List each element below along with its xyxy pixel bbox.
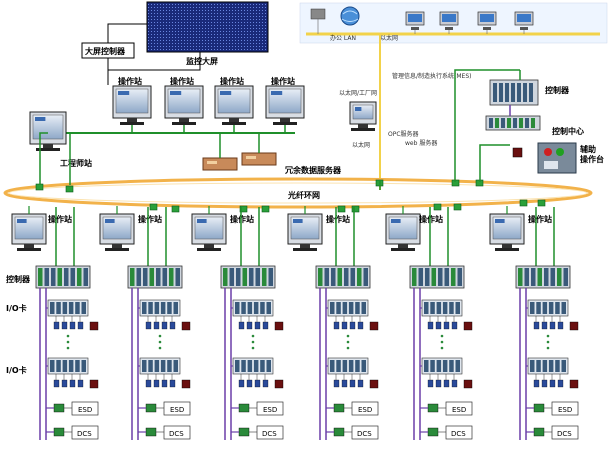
opc-server-label: OPC服务器 <box>388 130 419 138</box>
control-center-cabinet <box>485 70 541 131</box>
column-operator-station-label: 操作站 <box>138 214 162 224</box>
column-operator-station-6 <box>489 213 525 251</box>
web-server-label: web 服务器 <box>405 139 437 147</box>
ring-switch-8 <box>351 205 360 213</box>
top-operator-station-label: 操作站 <box>220 76 244 86</box>
redundant-servers <box>202 133 277 171</box>
column-operator-station-4 <box>287 213 323 251</box>
esd-label: ESD <box>263 406 277 414</box>
esd-label: ESD <box>170 406 184 414</box>
big-screen-controller-label: 大屏控制器 <box>85 46 126 56</box>
column-operator-station-1 <box>11 213 47 251</box>
ring-switches <box>35 179 546 213</box>
control-column-5: 操作站 ESD DCS <box>385 206 473 440</box>
control-columns: 操作站 ESD DCS 操作站 ESD DCS 操作站 ESD DCS 操作站 ESD DCS 操作站 E… <box>11 206 579 440</box>
ring-switch-9 <box>433 203 442 211</box>
ring-switch-11 <box>519 199 528 207</box>
controller-label: 控制器 <box>6 274 31 284</box>
top-operator-station-2 <box>164 85 204 125</box>
column-operator-station-5 <box>385 213 421 251</box>
office-lan-label: 办公 LAN <box>330 34 356 42</box>
big-screen-label: 监控大屏 <box>186 56 218 66</box>
top-operator-station-label: 操作站 <box>170 76 194 86</box>
dcs-label: DCS <box>451 430 466 438</box>
control-column-1: 操作站 ESD DCS <box>11 206 99 440</box>
dcs-label: DCS <box>262 430 277 438</box>
engineer-station-monitor <box>29 111 67 151</box>
lan-pc-2 <box>439 11 459 34</box>
ring-up-links <box>39 69 520 190</box>
redundant-server-label: 冗余数据服务器 <box>284 165 342 175</box>
dcs-label: DCS <box>357 430 372 438</box>
ring-switch-6 <box>261 205 270 213</box>
control-column-2: 操作站 ESD DCS <box>99 206 191 440</box>
mes-label: 管理信息/制造执行系统(MES) <box>392 72 471 80</box>
lan-pc-1 <box>405 11 425 34</box>
engineer-station-label: 工程师站 <box>60 158 92 168</box>
opc-server-monitor <box>349 101 377 131</box>
top-operator-station-4 <box>265 85 305 125</box>
column-operator-station-3 <box>191 213 227 251</box>
ethernet-label-top: 以太网 <box>380 34 398 42</box>
dcs-label: DCS <box>77 430 92 438</box>
opc-server-pc <box>349 101 377 131</box>
ring-switch-7 <box>337 205 346 213</box>
column-operator-station-label: 操作站 <box>326 214 350 224</box>
control-center-module <box>512 147 523 158</box>
ethernet-label-mid: 以太网 <box>352 141 370 149</box>
esd-label: ESD <box>358 406 372 414</box>
fiber-ring-label: 光纤环网 <box>287 190 320 200</box>
column-operator-station-label: 操作站 <box>48 214 72 224</box>
ring-switch-10 <box>453 203 462 211</box>
office-lan-computers <box>310 8 534 34</box>
fiber-ring <box>3 177 593 209</box>
aux-console-label: 辅助操作台 <box>580 144 604 164</box>
lan-pc-3 <box>477 11 497 34</box>
engineer-station <box>29 111 67 151</box>
top-operator-station-1 <box>112 85 152 125</box>
column-operator-station-label: 操作站 <box>528 214 552 224</box>
dcs-label: DCS <box>557 430 572 438</box>
lan-pc-4 <box>514 11 534 34</box>
control-center-controller-label: 控制器 <box>545 85 570 95</box>
ring-switch-5 <box>239 205 248 213</box>
column-operator-station-label: 操作站 <box>419 214 443 224</box>
io-card-label-2: I/O卡 <box>6 365 27 375</box>
top-operator-station-label: 操作站 <box>271 76 295 86</box>
control-column-4: 操作站 ESD DCS <box>287 206 379 440</box>
printer-icon <box>310 8 326 20</box>
control-center-label: 控制中心 <box>552 126 584 136</box>
column-operator-station-2 <box>99 213 135 251</box>
ethernet-factory-label: 以太网/工厂网 <box>339 89 377 97</box>
esd-label: ESD <box>452 406 466 414</box>
top-operator-station-label: 操作站 <box>118 76 142 86</box>
column-operator-station-label: 操作站 <box>230 214 254 224</box>
aux-console <box>537 142 577 174</box>
dcs-label: DCS <box>169 430 184 438</box>
control-column-6: 操作站 ESD DCS <box>489 206 579 440</box>
esd-label: ESD <box>558 406 572 414</box>
ring-switch-2 <box>65 185 74 193</box>
top-operator-station-3 <box>214 85 254 125</box>
io-card-label-1: I/O卡 <box>6 303 27 313</box>
ring-switch-12 <box>537 199 546 207</box>
screen-connectors <box>107 23 201 85</box>
top-operator-stations: 操作站 操作站 操作站 操作站 <box>112 76 305 133</box>
big-screen <box>146 1 269 53</box>
ring-switch-3 <box>149 203 158 211</box>
control-column-3: 操作站 ESD DCS <box>191 206 284 440</box>
globe-icon <box>340 6 360 26</box>
ring-switch-4 <box>171 205 180 213</box>
esd-label: ESD <box>78 406 92 414</box>
